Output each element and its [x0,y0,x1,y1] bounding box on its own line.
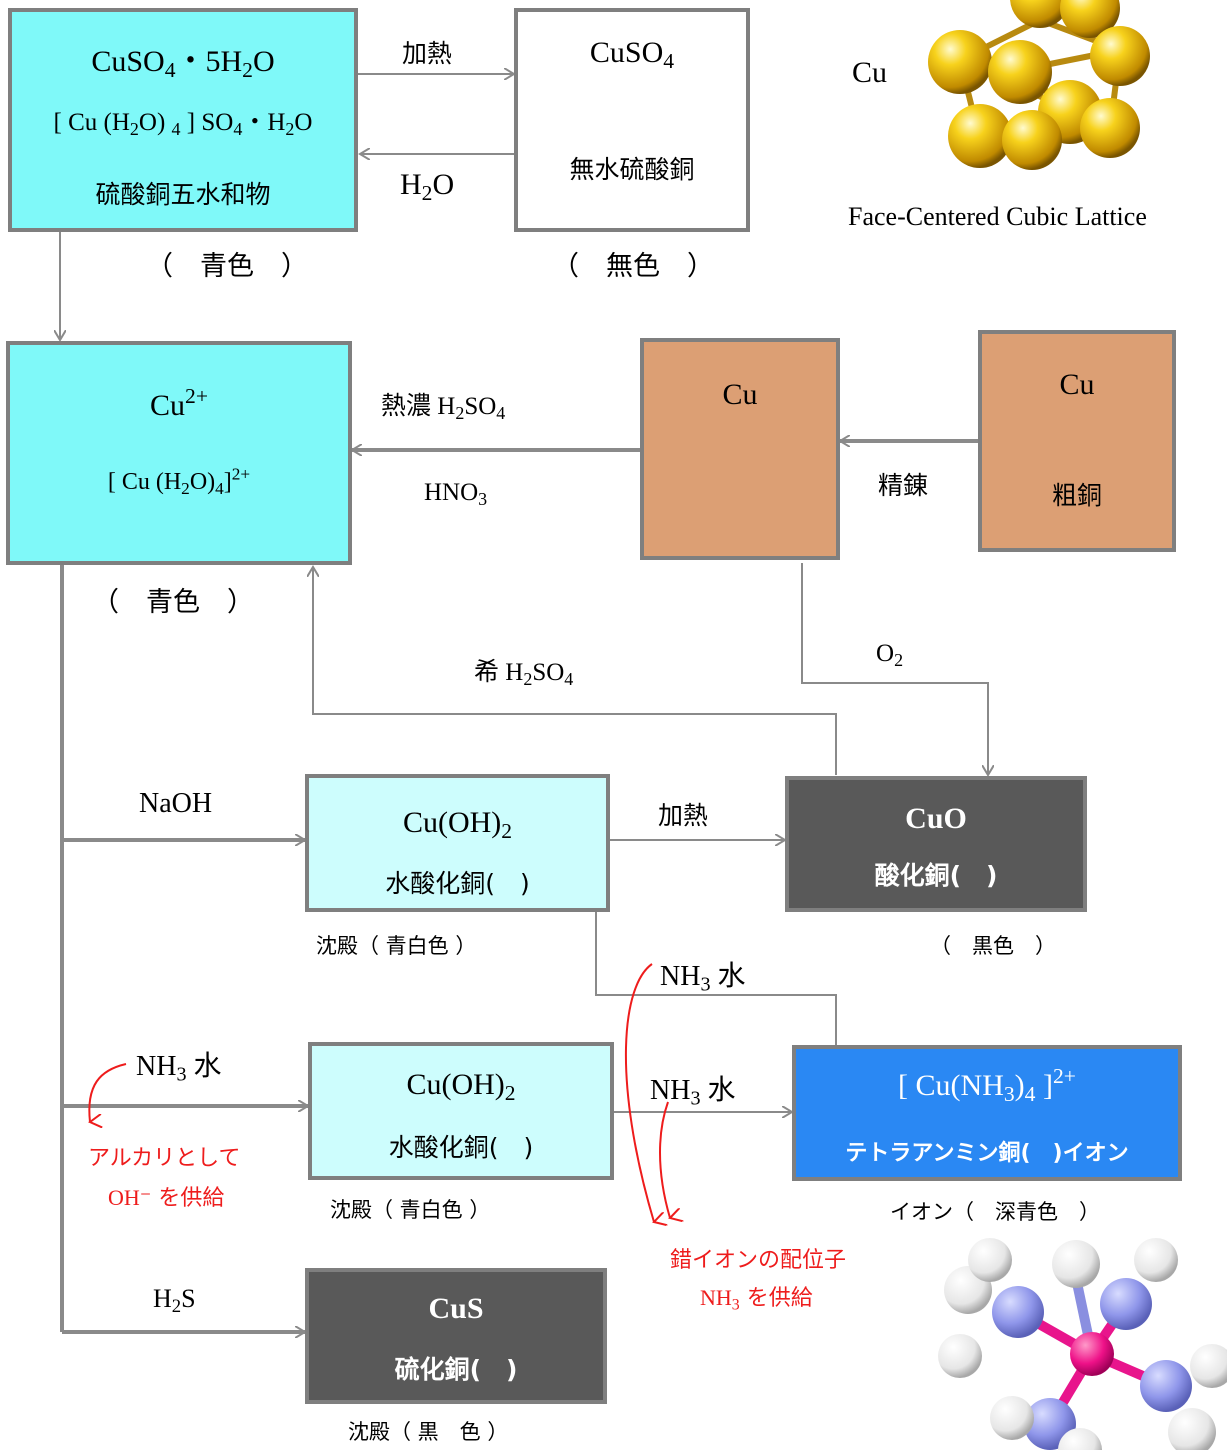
nh3-water-label-a: NH3 水 [660,959,746,996]
cuoh2-mid-color-note: 沈殿（ 青白色 ） [330,1198,491,1222]
cuoh2-top-box: Cu(OH)2 水酸化銅( ) [305,774,610,912]
cu-ion-complex: [ Cu (H2O)4]2+ [107,464,251,498]
naoh-label: NaOH [139,788,213,819]
cuo-name: 酸化銅( ) [874,861,998,890]
pentahydrate-complex: [ Cu (H2O) 4 ] SO4・H2O [53,109,313,140]
anhydrous-formula: CuSO4 [589,36,675,74]
refining-label: 精錬 [878,471,929,500]
anhydrous-name: 無水硫酸銅 [569,155,695,184]
hno3-label: HNO3 [424,479,488,510]
cuoh2-top-formula: Cu(OH)2 [402,806,513,844]
pentahydrate-name: 硫酸銅五水和物 [95,180,271,209]
cu-ion-formula: Cu2+ [150,384,208,422]
cu-ion-color-note: （ 青色 ） [92,587,254,618]
cu-ion-box: Cu2+ [ Cu (H2O)4]2+ [6,341,352,565]
lattice-caption: Face-Centered Cubic Lattice [848,202,1147,231]
cus-color-note: 沈殿（ 黒 色 ） [348,1420,509,1444]
o2-label: O2 [876,640,904,671]
dilute-h2so4-label: 希 H2SO4 [474,657,574,690]
cus-box: CuS 硫化銅( ) [305,1268,607,1404]
crude-cu-name: 粗銅 [1051,481,1102,510]
crude-cu-box: Cu 粗銅 [978,330,1176,552]
tetraammine-box: [ Cu(NH3)4 ]2+ テトラアンミン銅( )イオン [792,1045,1182,1181]
tetraammine-color-note: イオン（ 深青色 ） [890,1200,1100,1224]
heat-label-top: 加熱 [402,39,453,68]
anhydrous-color-note: （ 無色 ） [552,251,714,282]
cus-formula: CuS [428,1292,484,1325]
heat-label-mid: 加熱 [658,801,709,830]
fcc-lattice-image [928,0,1150,170]
cuo-box: CuO 酸化銅( ) [785,776,1087,912]
water-label: H2O [400,168,455,206]
pentahydrate-color-note: （ 青色 ） [146,251,308,282]
anhydrous-box: CuSO4 無水硫酸銅 [514,8,750,232]
crude-cu-formula: Cu [1059,368,1095,401]
cuoh2-top-name: 水酸化銅( ) [385,869,530,898]
h2s-label: H2S [153,1284,196,1318]
ligand-note-line2: NH3 を供給 [700,1285,813,1314]
alkali-note-line1: アルカリとして [88,1146,241,1171]
cus-name: 硫化銅( ) [394,1355,518,1384]
tetraammine-molecule-image [938,1238,1227,1450]
tetraammine-name: テトラアンミン銅( )イオン [845,1141,1129,1166]
nh3-water-label-c: NH3 水 [650,1073,736,1110]
cu-metal-box: Cu [640,338,840,560]
hot-conc-h2so4-label: 熱濃 H2SO4 [381,391,506,424]
lattice-element-label: Cu [852,56,888,89]
cuoh2-mid-formula: Cu(OH)2 [406,1068,516,1106]
cuo-color-note: （ 黒色 ） [930,934,1056,958]
cuo-formula: CuO [905,802,967,835]
cuoh2-top-color-note: 沈殿（ 青白色 ） [316,934,477,958]
nh3-water-label-b: NH3 水 [136,1049,222,1086]
cuoh2-mid-box: Cu(OH)2 水酸化銅( ) [308,1042,614,1180]
cu-metal-formula: Cu [722,378,758,411]
pentahydrate-box: CuSO4・5H2O [ Cu (H2O) 4 ] SO4・H2O 硫酸銅五水和… [8,8,358,232]
pentahydrate-formula: CuSO4・5H2O [91,45,275,83]
cuoh2-mid-name: 水酸化銅( ) [388,1133,534,1162]
ligand-note-line1: 錯イオンの配位子 [670,1248,847,1273]
alkali-note-line2: OH⁻ を供給 [108,1185,225,1211]
tetraammine-formula: [ Cu(NH3)4 ]2+ [898,1064,1076,1107]
